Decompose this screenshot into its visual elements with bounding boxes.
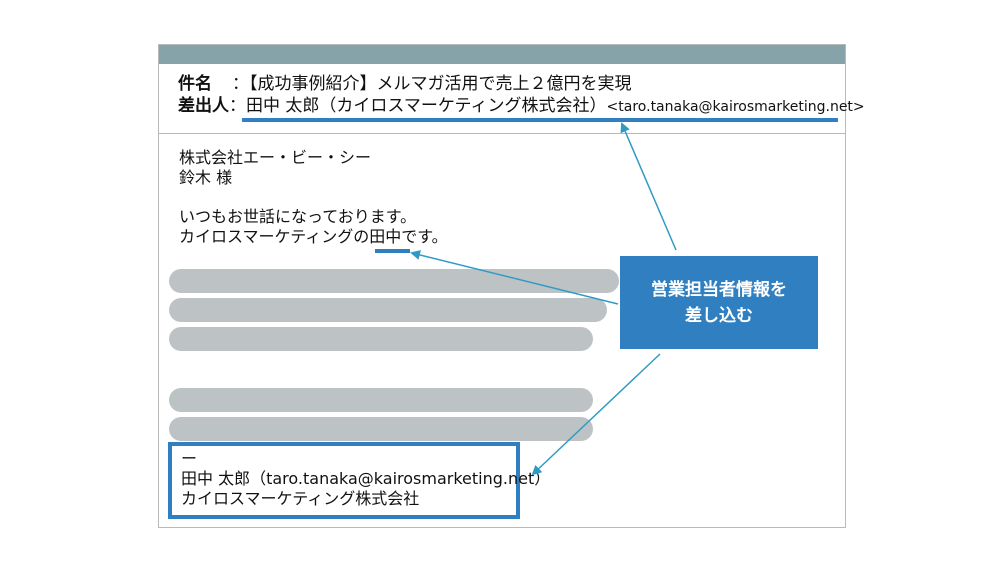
placeholder-bar bbox=[169, 298, 607, 322]
sender-label: 差出人 bbox=[178, 96, 229, 116]
sender-line: 差出人：田中 太郎（カイロスマーケティング株式会社）<taro.tanaka@k… bbox=[178, 95, 865, 118]
intro-line: カイロスマーケティングの田中です。 bbox=[179, 226, 448, 248]
sender-email: <taro.tanaka@kairosmarketing.net> bbox=[606, 99, 865, 115]
subject-label: 件名 bbox=[178, 74, 212, 94]
intro-name-underline bbox=[375, 249, 410, 253]
callout-line-2: 差し込む bbox=[685, 305, 753, 326]
placeholder-bar bbox=[169, 417, 593, 441]
sender-underline bbox=[242, 118, 838, 122]
intro-name: 田中 bbox=[369, 227, 402, 246]
callout-box: 営業担当者情報を 差し込む bbox=[620, 256, 818, 349]
subject-line: 件名 ：【成功事例紹介】メルマガ活用で売上２億円を実現 bbox=[178, 73, 632, 95]
intro-prefix: カイロスマーケティングの bbox=[179, 227, 370, 246]
arrow-to-intro-name bbox=[410, 250, 619, 305]
subject-separator: ： bbox=[232, 74, 249, 94]
signature-name-email: 田中 太郎（taro.tanaka@kairosmarketing.net） bbox=[181, 469, 551, 488]
signature-box: ー 田中 太郎（taro.tanaka@kairosmarketing.net）… bbox=[168, 442, 550, 519]
callout-line-1: 営業担当者情報を bbox=[651, 279, 787, 300]
sender-name: 田中 太郎（カイロスマーケティング株式会社） bbox=[246, 96, 607, 116]
greeting-text: いつもお世話になっております。 bbox=[179, 207, 417, 226]
placeholder-bar bbox=[169, 388, 593, 412]
subject-text: 【成功事例紹介】メルマガ活用で売上２億円を実現 bbox=[249, 74, 632, 94]
recipient-company: 株式会社エー・ビー・シー bbox=[179, 148, 372, 167]
sender-separator: ： bbox=[229, 96, 246, 116]
arrow-to-signature bbox=[531, 353, 661, 476]
email-title-bar bbox=[159, 45, 845, 64]
signature-company: カイロスマーケティング株式会社 bbox=[181, 489, 420, 508]
intro-suffix: です。 bbox=[401, 227, 448, 246]
email-header: 件名 ：【成功事例紹介】メルマガ活用で売上２億円を実現 差出人：田中 太郎（カイロ… bbox=[159, 64, 865, 134]
recipient-name: 鈴木 様 bbox=[179, 168, 233, 187]
placeholder-bar bbox=[169, 327, 593, 351]
signature-dash: ー bbox=[181, 449, 198, 468]
arrow-to-sender bbox=[620, 122, 677, 251]
placeholder-bar bbox=[169, 269, 619, 293]
